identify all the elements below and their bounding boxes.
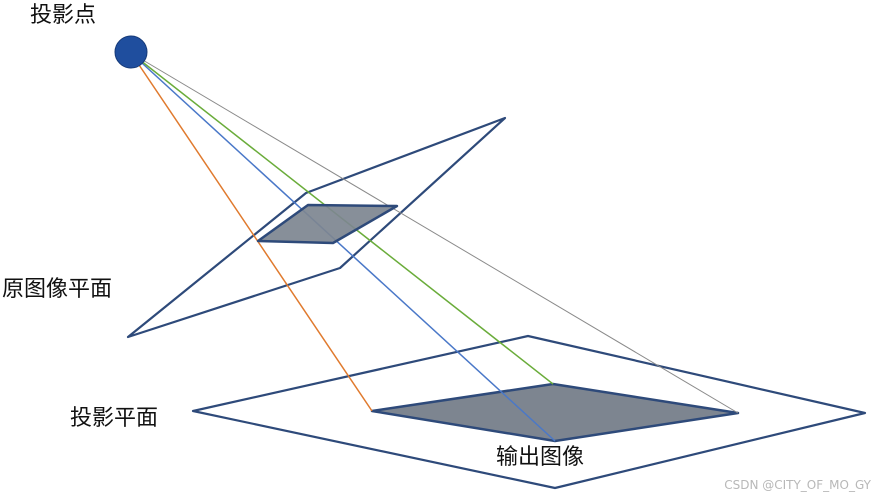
projection-point-label: 投影点 — [30, 3, 97, 28]
ray-orange — [130, 52, 373, 412]
projection-plane-label: 投影平面 — [70, 406, 159, 431]
output-image-quad — [370, 382, 740, 443]
projection-plane — [191, 334, 867, 490]
original-image-plane-label: 原图像平面 — [2, 277, 113, 302]
watermark: CSDN @CITY_OF_MO_GY — [724, 478, 871, 492]
original-image-quad — [256, 203, 399, 245]
original-image-plane — [126, 116, 507, 339]
ray-blue — [130, 52, 556, 442]
projection-point — [114, 35, 148, 69]
ray-gray — [130, 52, 739, 414]
output-image-label: 输出图像 — [496, 445, 585, 470]
